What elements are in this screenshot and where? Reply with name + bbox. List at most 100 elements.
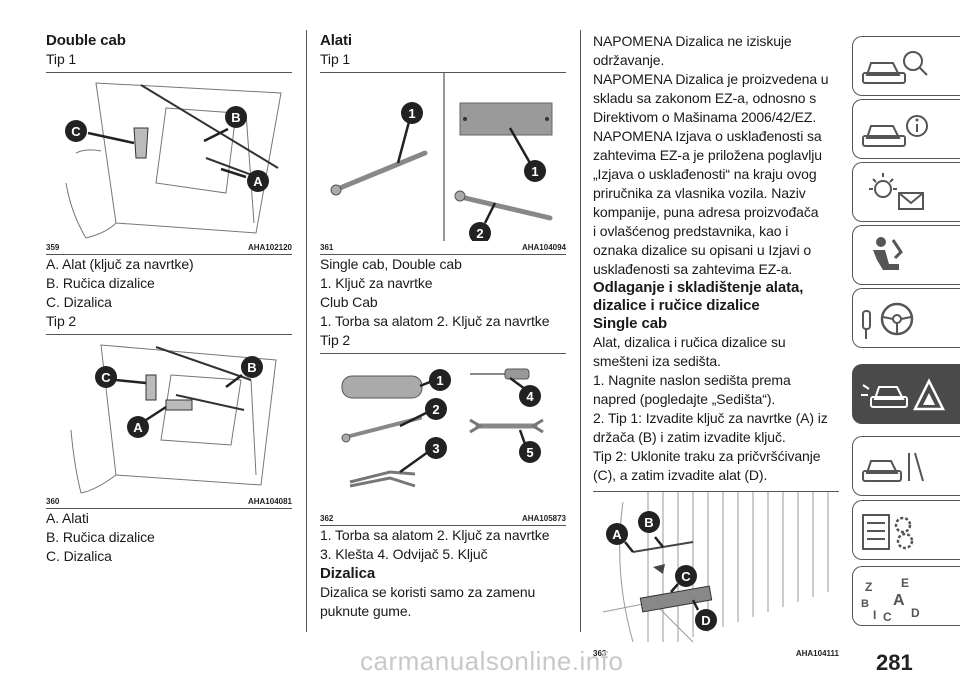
- text-line: (C), a zatim izvadite alat (D).: [593, 467, 768, 483]
- section-heading-jack: Dizalica: [320, 565, 376, 582]
- figure-code: AHA102120: [247, 243, 292, 252]
- svg-text:D: D: [911, 606, 920, 620]
- text-line: napred (pogledajte „Sedišta“).: [593, 391, 776, 407]
- figure-361-lug-wrench: 1 1 2 361 AHA104094: [320, 73, 566, 255]
- callout-2: 2: [432, 402, 439, 417]
- note-line: NAPOMENA Dizalica ne iziskuje: [593, 33, 792, 49]
- callout-1: 1: [408, 106, 415, 121]
- text-line: Club Cab: [320, 294, 378, 310]
- figure-code: AHA104111: [795, 649, 839, 658]
- svg-text:I: I: [873, 608, 876, 622]
- callout-c: C: [681, 569, 691, 584]
- figure-code: AHA105873: [521, 514, 566, 523]
- rule: [593, 491, 839, 492]
- column-divider-right: [580, 30, 581, 632]
- callout-c: C: [71, 124, 81, 139]
- figure-number: 359: [46, 243, 60, 252]
- tip-2-label: Tip 2: [46, 313, 77, 329]
- text-line: smešteni iza sedišta.: [593, 353, 721, 369]
- tab-index[interactable]: Z E B A I C D: [852, 566, 960, 626]
- figure-code: AHA104081: [247, 497, 292, 506]
- figure-363-storage-behind-seat: A B C D 363 AHA104111: [593, 492, 839, 660]
- storage-behind-seat-illustration-icon: A B C D: [602, 492, 829, 643]
- section-heading-storage: dizalice i ručice dizalice: [593, 297, 760, 314]
- legend-item: A. Alat (ključ za navrtke): [46, 256, 194, 272]
- note-line: održavanje.: [593, 52, 665, 68]
- callout-a: A: [253, 174, 263, 189]
- figure-number: 362: [320, 514, 334, 523]
- text-line: 1. Torba sa alatom 2. Ključ za navrtke: [320, 313, 550, 329]
- seat-tools-illustration-icon: C B A: [70, 344, 277, 494]
- section-heading-tools: Alati: [320, 32, 353, 49]
- figure-code: AHA104094: [521, 243, 566, 252]
- note-line: usklađenosti sa zahtevima EZ-a.: [593, 261, 793, 277]
- svg-text:B: B: [861, 598, 869, 610]
- callout-d: D: [701, 613, 710, 628]
- lug-wrench-illustration-icon: 1 1 2: [330, 73, 553, 241]
- column-notes-storage: NAPOMENA Dizalica ne iziskuje održavanje…: [593, 32, 839, 660]
- callout-c: C: [101, 370, 111, 385]
- rule: [320, 353, 566, 354]
- note-line: i ovlašćenog predstavnika, kao i: [593, 223, 789, 239]
- tab-specs[interactable]: [852, 500, 960, 560]
- note-line: zahtevima EZ-a je priložena poglavlju: [593, 147, 822, 163]
- rule: [320, 72, 566, 73]
- legend-item: C. Dizalica: [46, 294, 112, 310]
- legend-item: B. Ručica dizalice: [46, 529, 155, 545]
- callout-b: B: [231, 110, 240, 125]
- text-line: držača (B) i zatim izvadite ključ.: [593, 429, 786, 445]
- car-service-tools-icon: [862, 452, 924, 482]
- callout-4: 4: [526, 389, 534, 404]
- svg-text:E: E: [901, 576, 909, 590]
- legend-item: C. Dizalica: [46, 548, 112, 564]
- tip-2-label: Tip 2: [320, 332, 351, 348]
- text-line: Tip 2: Uklonite traku za pričvršćivanje: [593, 448, 821, 464]
- text-line: 1. Nagnite naslon sedišta prema: [593, 372, 791, 388]
- rule: [46, 72, 292, 73]
- legend-item: A. Alati: [46, 510, 89, 526]
- svg-text:A: A: [893, 592, 905, 609]
- text-line: 1. Ključ za navrtke: [320, 275, 433, 291]
- car-breakdown-warning-icon: [861, 378, 946, 411]
- seat-tools-illustration-icon: C B A: [65, 82, 282, 239]
- tab-breakdown[interactable]: [852, 364, 960, 424]
- note-line: Direktivom o Mašinama 2006/42/EZ.: [593, 109, 817, 125]
- text-line: puknute gume.: [320, 603, 412, 619]
- tab-car-search[interactable]: [852, 36, 960, 96]
- callout-a: A: [133, 420, 143, 435]
- text-line: 2. Tip 1: Izvadite ključ za navrtke (A) …: [593, 410, 828, 426]
- callout-3: 3: [432, 441, 439, 456]
- page-number: 281: [876, 650, 913, 675]
- note-line: NAPOMENA Izjava o usklađenosti sa: [593, 128, 822, 144]
- tab-service[interactable]: [852, 436, 960, 496]
- text-line: 1. Torba sa alatom 2. Ključ za navrtke: [320, 527, 550, 543]
- tool-kit-illustration-icon: 1 2 3 4 5: [341, 368, 544, 488]
- callout-1: 1: [436, 373, 443, 388]
- callout-1: 1: [531, 164, 538, 179]
- text-line: 3. Klešta 4. Odvijač 5. Ključ: [320, 546, 488, 562]
- column-divider-left: [306, 30, 307, 632]
- text-line: Single cab, Double cab: [320, 256, 462, 272]
- seat-airbag-icon: [873, 237, 903, 270]
- section-subheading-single-cab: Single cab: [593, 315, 668, 332]
- tab-car-info[interactable]: [852, 99, 960, 159]
- column-double-cab: Double cab Tip 1 C B A 359: [46, 32, 292, 566]
- tab-warning-lights[interactable]: [852, 162, 960, 222]
- svg-text:C: C: [883, 610, 892, 624]
- watermark-text: carmanualsonline.info: [360, 646, 624, 676]
- text-line: Alat, dizalica i ručica dizalice su: [593, 334, 786, 350]
- callout-a: A: [612, 527, 622, 542]
- car-info-icon: [862, 115, 928, 147]
- note-line: skladu sa zakonom EZ-a, odnosno s: [593, 90, 817, 106]
- legend-item: B. Ručica dizalice: [46, 275, 155, 291]
- section-heading-storage: Odlaganje i skladištenje alata,: [593, 279, 804, 296]
- callout-5: 5: [526, 445, 533, 460]
- figure-360-seat-tools: C B A 360 AHA104081: [46, 335, 292, 509]
- column-tools: Alati Tip 1 1 1 2 361 AHA104094: [320, 32, 566, 621]
- note-line: priručnika za vlasnika vozila. Naziv: [593, 185, 806, 201]
- tab-seat-airbag[interactable]: [852, 225, 960, 285]
- tab-steering-key[interactable]: [852, 288, 960, 348]
- rule: [46, 334, 292, 335]
- car-search-icon: [862, 51, 928, 84]
- figure-362-tool-kit: 1 2 3 4 5 362 AHA105873: [320, 354, 566, 526]
